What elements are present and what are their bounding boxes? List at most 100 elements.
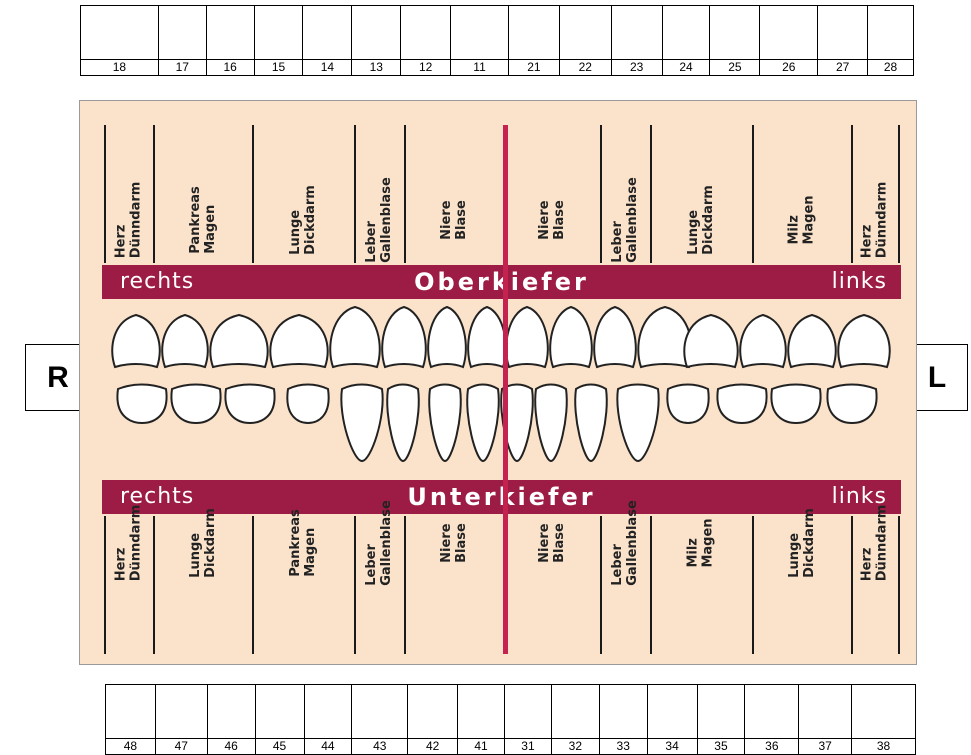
lower-tooth — [467, 385, 499, 462]
organ-name: Leber — [364, 500, 379, 586]
organ-name: Pankreas — [288, 509, 303, 577]
lower-band-title: Unterkiefer — [102, 480, 901, 514]
organ-label: MilzMagen — [650, 516, 752, 654]
tooth-number-column: 28 — [868, 6, 913, 75]
tooth-number: 14 — [303, 60, 351, 75]
tooth-entry-cell[interactable] — [710, 6, 759, 60]
tooth-entry-cell[interactable] — [818, 6, 867, 60]
upper-tooth — [838, 315, 889, 367]
organ-name: Pankreas — [188, 186, 203, 254]
tooth-entry-cell[interactable] — [600, 685, 647, 739]
organ-label: NiereBlase — [404, 516, 503, 654]
lower-tooth — [535, 385, 567, 462]
tooth-number-column: 31 — [505, 685, 552, 754]
tooth-entry-cell[interactable] — [509, 6, 559, 60]
organ-label: HerzDünndarm — [851, 125, 898, 263]
tooth-number-column: 36 — [745, 685, 799, 754]
tooth-number: 16 — [207, 60, 254, 75]
tooth-entry-cell[interactable] — [698, 685, 745, 739]
tooth-number: 44 — [305, 739, 352, 754]
lower-tooth — [429, 385, 461, 462]
organ-label: NiereBlase — [503, 516, 600, 654]
tooth-entry-cell[interactable] — [745, 685, 798, 739]
tooth-entry-cell[interactable] — [458, 685, 504, 739]
organ-name: Magen — [303, 509, 318, 577]
tooth-number: 47 — [156, 739, 207, 754]
upper-tooth — [740, 315, 786, 367]
tooth-entry-cell[interactable] — [560, 6, 611, 60]
organ-name: Leber — [364, 177, 379, 263]
tooth-entry-cell[interactable] — [552, 685, 599, 739]
tooth-number-column: 16 — [207, 6, 255, 75]
organ-name: Herz — [114, 505, 129, 582]
organ-label: LeberGallenblase — [354, 125, 404, 263]
tooth-entry-cell[interactable] — [208, 685, 255, 739]
tooth-entry-cell[interactable] — [648, 685, 697, 739]
tooth-number: 17 — [159, 60, 206, 75]
tooth-number-column: 35 — [698, 685, 746, 754]
upper-tooth — [506, 307, 548, 367]
tooth-number: 36 — [745, 739, 798, 754]
tooth-entry-cell[interactable] — [156, 685, 207, 739]
tooth-number-column: 44 — [305, 685, 353, 754]
teeth-illustration — [102, 301, 901, 476]
organ-label: NiereBlase — [404, 125, 503, 263]
tooth-entry-cell[interactable] — [255, 6, 303, 60]
tooth-entry-cell[interactable] — [401, 6, 450, 60]
lower-tooth — [225, 385, 274, 424]
lower-tooth — [341, 385, 382, 462]
tooth-number: 32 — [552, 739, 599, 754]
tooth-entry-cell[interactable] — [352, 685, 407, 739]
tooth-entry-cell[interactable] — [505, 685, 551, 739]
organ-name: Niere — [438, 200, 453, 240]
tooth-number: 31 — [505, 739, 551, 754]
tooth-number: 35 — [698, 739, 745, 754]
tooth-number-column: 14 — [303, 6, 352, 75]
tooth-entry-cell[interactable] — [408, 685, 457, 739]
tooth-entry-cell[interactable] — [663, 6, 710, 60]
tooth-number: 38 — [852, 739, 915, 754]
organ-name: Gallenblase — [379, 177, 394, 263]
lower-tooth — [117, 385, 166, 424]
tooth-number-column: 42 — [408, 685, 458, 754]
tooth-entry-cell[interactable] — [303, 6, 351, 60]
upper-tooth — [162, 315, 208, 367]
organ-name: Herz — [114, 182, 129, 259]
tooth-entry-cell[interactable] — [868, 6, 913, 60]
upper-jaw-band: rechts Oberkiefer links — [102, 265, 901, 299]
tooth-number-column: 15 — [255, 6, 304, 75]
tooth-entry-cell[interactable] — [81, 6, 158, 60]
organ-name: Blase — [551, 523, 566, 563]
tooth-entry-cell[interactable] — [451, 6, 508, 60]
tooth-number-column: 48 — [106, 685, 156, 754]
organ-name: Niere — [438, 523, 453, 563]
tooth-number-column: 22 — [560, 6, 612, 75]
tooth-entry-cell[interactable] — [852, 685, 915, 739]
tooth-number: 43 — [352, 739, 407, 754]
organ-name: Gallenblase — [379, 500, 394, 586]
lower-tooth — [575, 385, 607, 462]
tooth-number-column: 13 — [352, 6, 401, 75]
organ-name: Milz — [787, 195, 802, 244]
organ-name: Dickdarm — [303, 185, 318, 255]
tooth-entry-cell[interactable] — [352, 6, 400, 60]
tooth-entry-cell[interactable] — [760, 6, 817, 60]
tooth-entry-cell[interactable] — [256, 685, 304, 739]
tooth-entry-cell[interactable] — [612, 6, 662, 60]
organ-name: Magen — [701, 518, 716, 567]
tooth-entry-cell[interactable] — [799, 685, 851, 739]
tooth-number: 25 — [710, 60, 759, 75]
lower-tooth — [387, 385, 419, 462]
tooth-entry-cell[interactable] — [207, 6, 254, 60]
tooth-number: 42 — [408, 739, 457, 754]
tooth-number: 24 — [663, 60, 710, 75]
tooth-entry-cell[interactable] — [305, 685, 352, 739]
tooth-number: 11 — [451, 60, 508, 75]
tooth-entry-cell[interactable] — [106, 685, 155, 739]
organ-label: LeberGallenblase — [354, 516, 404, 654]
tooth-entry-cell[interactable] — [159, 6, 206, 60]
organ-name: Magen — [203, 186, 218, 254]
